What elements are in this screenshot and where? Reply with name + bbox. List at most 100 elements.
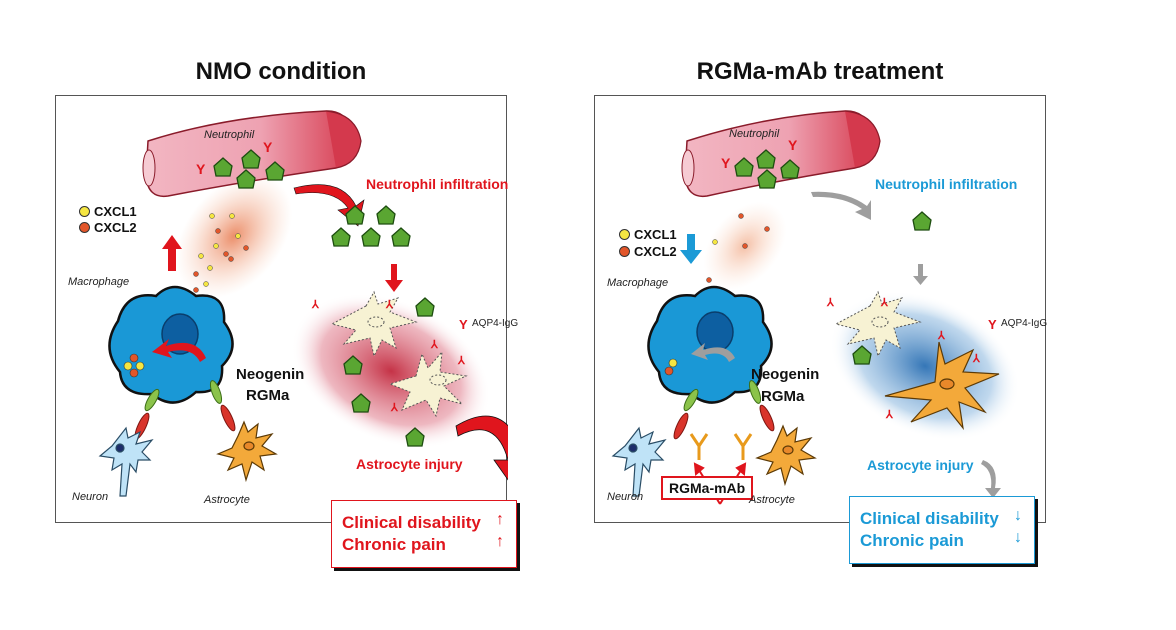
treatment-illustration: Y Y ⅄⅄⅄⅄⅄ Y	[611, 110, 1021, 505]
infiltration-arrow-icon	[811, 191, 871, 220]
aqp4-legend-label: AQP4-IgG	[1001, 318, 1048, 329]
nmo-illustration: Y Y	[98, 110, 508, 497]
svg-text:⅄: ⅄	[826, 297, 835, 309]
recovered-astrocyte	[884, 341, 1000, 431]
macrophage-label: Macrophage	[607, 277, 669, 289]
infiltration-label: Neutrophil infiltration	[366, 176, 509, 192]
neutrophil-icon	[236, 169, 256, 189]
injured-astrocyte	[834, 290, 922, 358]
neutrophil-icon	[345, 205, 365, 225]
neutrophil-icon	[343, 355, 363, 375]
macrophage	[108, 285, 234, 404]
antibody-icon	[733, 433, 753, 460]
injured-astrocyte	[330, 290, 468, 418]
decrease-arrow-icon: ↓	[1014, 529, 1022, 546]
svg-text:⅄: ⅄	[880, 297, 889, 309]
outcome-box-nmo: Clinical disability ↑ Chronic pain ↑	[331, 500, 517, 568]
increase-arrow-icon: ↑	[496, 511, 504, 528]
neuron	[98, 426, 154, 497]
svg-text:⅄: ⅄	[311, 299, 320, 311]
cxcl2-legend-dot	[79, 222, 90, 233]
injury-haze	[291, 293, 491, 449]
svg-text:⅄: ⅄	[390, 402, 399, 414]
aqp4-antibodies: ⅄ ⅄ ⅄ ⅄ ⅄	[826, 297, 981, 421]
outcome-chronic-pain: Chronic pain	[860, 531, 964, 550]
neutrophil-icon	[912, 211, 932, 231]
aqp4-legend-icon: Y	[988, 317, 997, 332]
increase-arrow-icon: ↑	[496, 533, 504, 550]
internal-arrow-icon	[691, 343, 735, 362]
antibody-icon: Y	[196, 161, 206, 177]
svg-text:⅄: ⅄	[972, 353, 981, 365]
rgma-label: RGMa	[246, 387, 290, 404]
neutrophil-icon	[351, 393, 371, 413]
chemokine-dots	[193, 213, 249, 293]
aqp4-legend-icon: Y	[459, 317, 468, 332]
outcome-arrow-icon	[455, 415, 508, 481]
cxcl2-legend-label: CXCL2	[634, 244, 677, 259]
neutrophil-icon	[757, 169, 777, 189]
blood-vessel	[681, 110, 881, 198]
astrocyte	[216, 420, 278, 483]
cxcl2-legend-dot	[619, 246, 630, 257]
neogenin-label: Neogenin	[751, 366, 820, 383]
neutrophil-icon	[213, 157, 233, 177]
neutrophil-icon	[376, 205, 396, 225]
cxcl1-legend-dot	[619, 229, 630, 240]
infiltration-label: Neutrophil infiltration	[875, 176, 1018, 192]
astrocyte	[755, 424, 817, 487]
antibody-icon: Y	[788, 137, 798, 153]
macrophage	[647, 285, 773, 404]
svg-text:⅄: ⅄	[937, 330, 946, 342]
svg-text:⅄: ⅄	[457, 355, 466, 367]
neutrophil-icon	[241, 149, 261, 169]
down-arrow-icon	[385, 264, 403, 292]
rgma-label: RGMa	[761, 388, 805, 405]
neutrophil-icon	[852, 345, 872, 365]
astrocyte-label: Astrocyte	[204, 494, 250, 506]
injury-haze	[829, 291, 1021, 441]
panel-title-nmo: NMO condition	[195, 58, 367, 85]
neogenin-rgma-links	[673, 380, 775, 440]
neutrophil-group-vessel	[213, 149, 285, 189]
neutrophil-icon	[265, 161, 285, 181]
astrocyte-injury-label: Astrocyte injury	[356, 456, 463, 472]
cxcl2-legend-label: CXCL2	[94, 220, 137, 235]
cxcl1-legend-dot	[79, 206, 90, 217]
outcome-box-treatment: Clinical disability ↓ Chronic pain ↓	[849, 496, 1035, 564]
chemokine-dots	[706, 213, 770, 283]
outcome-clinical-disability: Clinical disability	[342, 513, 481, 532]
antibody-icon	[689, 433, 709, 460]
down-arrow-icon	[913, 264, 928, 285]
astrocyte-injury-label: Astrocyte injury	[867, 457, 974, 473]
neutrophil-group-lesion	[343, 297, 435, 447]
antibody-icon: Y	[263, 139, 273, 155]
svg-text:⅄: ⅄	[885, 409, 894, 421]
internal-arrow-icon	[152, 339, 206, 362]
neuron-label: Neuron	[72, 491, 109, 503]
aqp4-antibodies: ⅄⅄⅄⅄⅄	[311, 299, 466, 414]
rgma-mab-treatment-box: RGMa-mAb	[661, 476, 754, 500]
neutrophil-icon	[415, 297, 435, 317]
macrophage-label: Macrophage	[68, 276, 130, 288]
aqp4-legend-label: AQP4-IgG	[472, 318, 519, 329]
svg-text:⅄: ⅄	[430, 339, 439, 351]
neutrophil-icon	[331, 227, 351, 247]
neutrophil-icon	[361, 227, 381, 247]
outcome-arrow-icon	[981, 460, 1001, 498]
neuron	[611, 426, 667, 497]
decrease-arrow-icon	[680, 234, 702, 264]
astrocyte-label: Astrocyte	[749, 494, 795, 506]
panel-title-treatment: RGMa-mAb treatment	[696, 58, 944, 85]
neutrophil-icon	[734, 157, 754, 177]
outcome-clinical-disability: Clinical disability	[860, 509, 999, 528]
neutrophil-icon	[780, 159, 800, 179]
neutrophil-icon	[405, 427, 425, 447]
rgma-antibodies	[689, 433, 753, 460]
decrease-arrow-icon: ↓	[1014, 507, 1022, 524]
vessel-label: Neutrophil	[729, 128, 780, 140]
neutrophil-group-infiltrated	[331, 205, 411, 247]
cxcl1-legend-label: CXCL1	[94, 204, 137, 219]
panel-rgma-mab-treatment: Y Y ⅄⅄⅄⅄⅄ Y	[594, 95, 1048, 523]
neutrophil-icon	[391, 227, 411, 247]
